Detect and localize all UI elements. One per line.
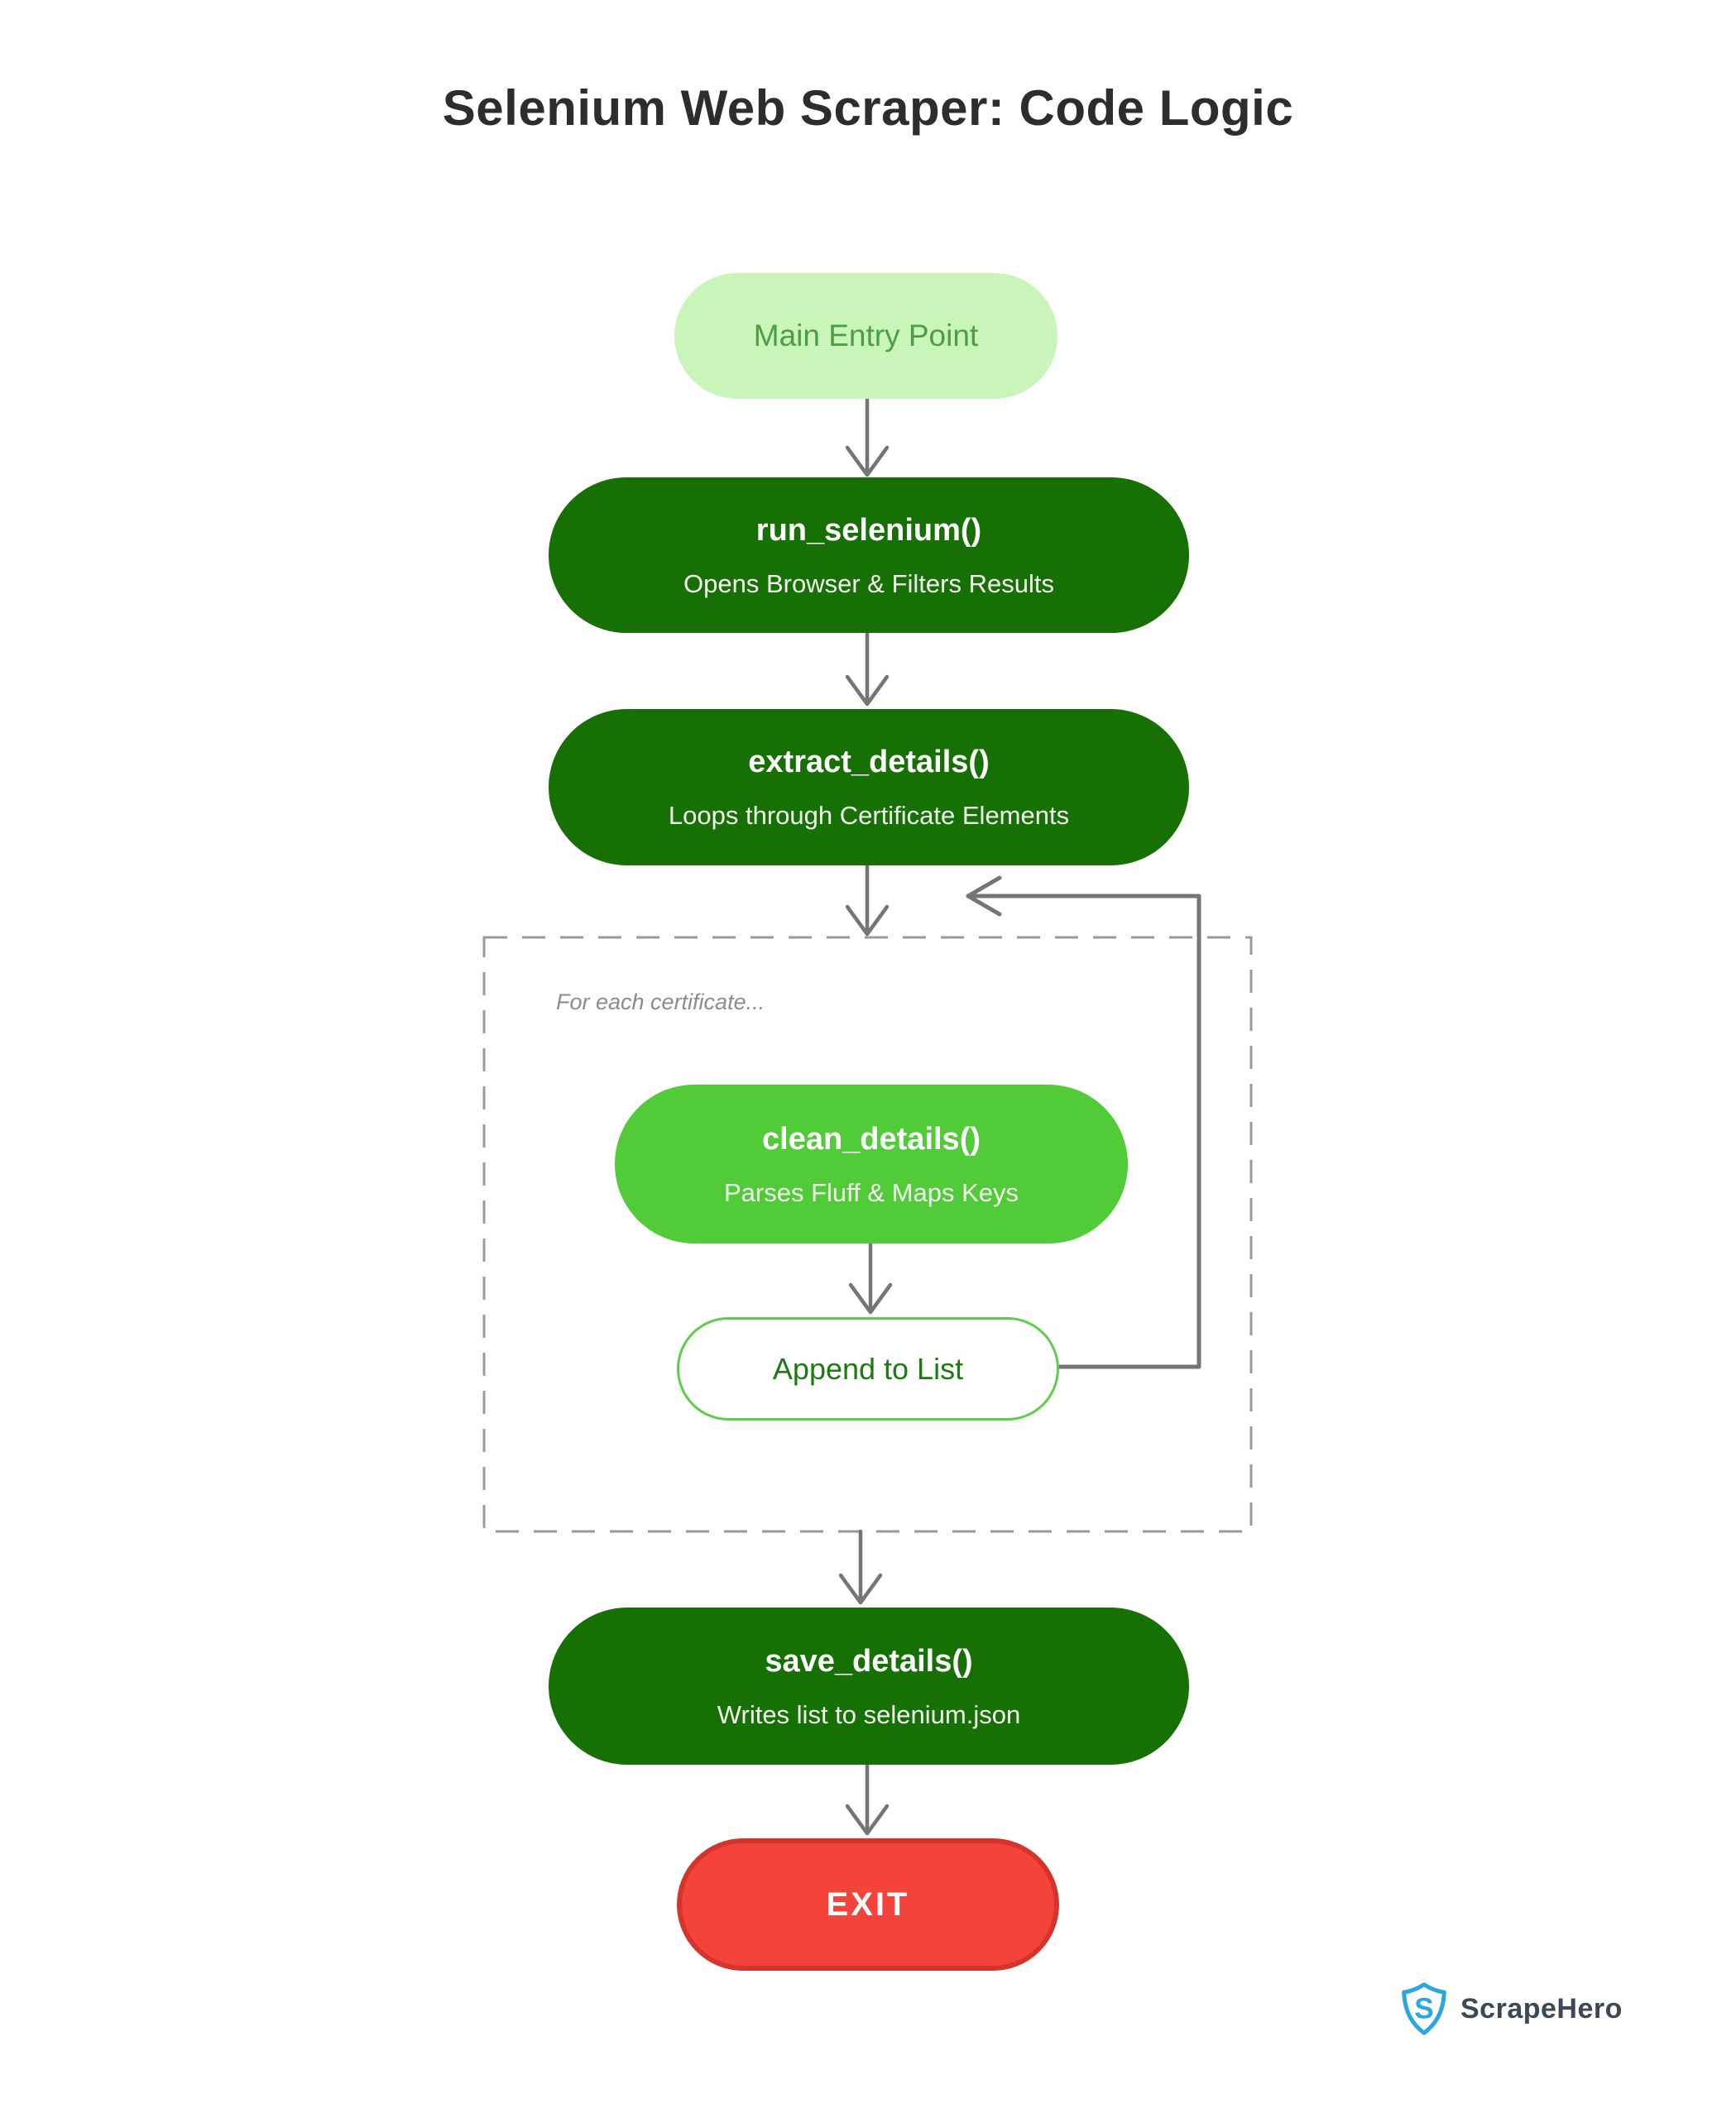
node-label: EXIT <box>826 1886 910 1923</box>
page-title: Selenium Web Scraper: Code Logic <box>442 80 1294 136</box>
node-append-to-list: Append to List <box>677 1317 1059 1421</box>
node-subtitle: Loops through Certificate Elements <box>668 801 1070 830</box>
node-save-details: save_details() Writes list to selenium.j… <box>549 1608 1189 1765</box>
node-title: extract_details() <box>748 745 990 779</box>
arrow-run-to-extract <box>845 630 890 707</box>
node-title: run_selenium() <box>755 512 982 548</box>
node-subtitle: Opens Browser & Filters Results <box>683 568 1054 598</box>
brand-logo: S ScrapeHero <box>1401 1982 1623 2035</box>
arrow-save-to-exit <box>845 1762 890 1836</box>
arrow-clean-to-append <box>848 1241 893 1315</box>
arrow-entry-to-run <box>845 397 890 477</box>
node-label: Append to List <box>772 1351 964 1386</box>
scrapehero-shield-icon: S <box>1402 1982 1446 2035</box>
node-title: clean_details() <box>762 1121 981 1157</box>
node-subtitle: Writes list to selenium.json <box>717 1699 1021 1729</box>
node-label: Main Entry Point <box>753 319 979 352</box>
brand-name: ScrapeHero <box>1460 1992 1623 2025</box>
node-exit: EXIT <box>677 1838 1059 1971</box>
node-title: save_details() <box>765 1643 973 1679</box>
node-subtitle: Parses Fluff & Maps Keys <box>723 1177 1019 1207</box>
arrow-loop-to-save <box>838 1529 883 1605</box>
loop-label: For each certificate... <box>556 990 765 1014</box>
svg-text:S: S <box>1414 1993 1434 2025</box>
node-clean-details: clean_details() Parses Fluff & Maps Keys <box>615 1085 1128 1243</box>
node-extract-details: extract_details() Loops through Certific… <box>549 709 1189 865</box>
node-run-selenium: run_selenium() Opens Browser & Filters R… <box>549 477 1189 633</box>
arrow-extract-to-loop <box>845 863 890 937</box>
node-main-entry-point: Main Entry Point <box>674 273 1057 399</box>
